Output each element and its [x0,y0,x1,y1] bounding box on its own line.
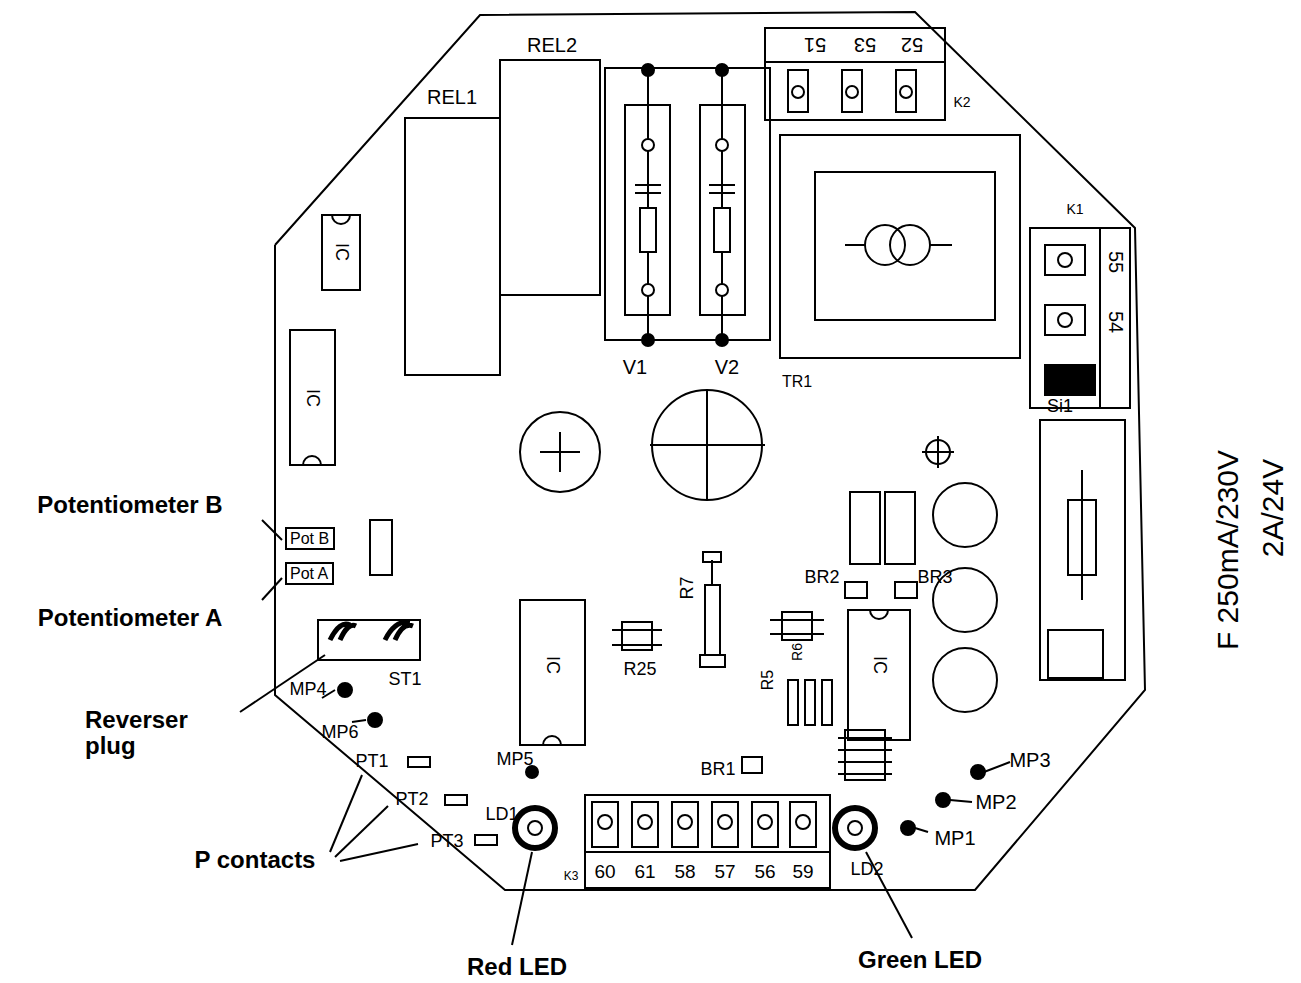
pcb-marking: K1 [1066,202,1083,217]
pcb-marking: R5 [759,670,777,690]
pcb-marking: 52 [901,34,923,56]
pcb-marking: 55 [1105,251,1127,273]
pcb-marking: V2 [715,356,739,378]
callout-label: Potentiometer B [37,492,222,518]
callout-label: Reverser plug [85,707,235,760]
pcb-marking: REL2 [527,34,577,56]
pcb-marking: Si1 [1047,397,1073,417]
pcb-marking: 58 [674,862,695,883]
callout-label: Red LED [467,954,567,980]
pot-box: Pot A [285,562,334,585]
pcb-marking: 53 [854,34,876,56]
pcb-marking: REL1 [427,86,477,108]
pcb-marking: F 250mA/230V [1211,450,1244,650]
callout-label: P contacts [195,847,316,873]
pcb-marking: 59 [792,862,813,883]
pcb-marking: K3 [564,870,579,883]
pcb-marking: MP3 [1009,749,1050,771]
pcb-marking: 54 [1105,311,1127,333]
pcb-marking: MP5 [496,750,533,770]
pcb-marking: IC [869,656,889,674]
pcb-marking: LD1 [485,805,518,825]
pcb-marking: V1 [623,356,647,378]
pcb-marking: LD2 [850,860,883,880]
pot-label: Pot A [290,565,328,582]
pcb-marking: 56 [754,862,775,883]
pcb-marking: MP1 [934,827,975,849]
pcb-marking: 2A/24V [1256,459,1289,557]
pcb-marking: IC [331,243,351,261]
pcb-marking: BR2 [804,568,839,588]
pcb-marking: PT1 [355,752,388,772]
pcb-marking: 51 [804,34,826,56]
pcb-marking: 57 [714,862,735,883]
pcb-marking: PT2 [395,790,428,810]
pcb-marking: PT3 [430,832,463,852]
pcb-marking: R7 [678,576,698,599]
pcb-marking: K2 [953,95,970,110]
callout-label: Potentiometer A [38,605,222,631]
pcb-marking: R25 [623,660,656,680]
pcb-marking: 61 [634,862,655,883]
pcb-marking: ST1 [388,670,421,690]
callout-label: Green LED [858,947,982,973]
pcb-marking: IC [302,389,322,407]
pcb-marking: MP2 [975,791,1016,813]
pcb-marking: MP6 [321,723,358,743]
pcb-marking: IC [542,656,562,674]
pcb-marking: BR3 [917,568,952,588]
pcb-marking: R6 [790,643,805,661]
pcb-marking: BR1 [700,760,735,780]
pcb-marking: TR1 [782,373,812,391]
pot-box: Pot B [285,527,335,550]
pcb-marking: 60 [594,862,615,883]
pot-label: Pot B [290,530,329,547]
pcb-marking: MP4 [289,680,326,700]
